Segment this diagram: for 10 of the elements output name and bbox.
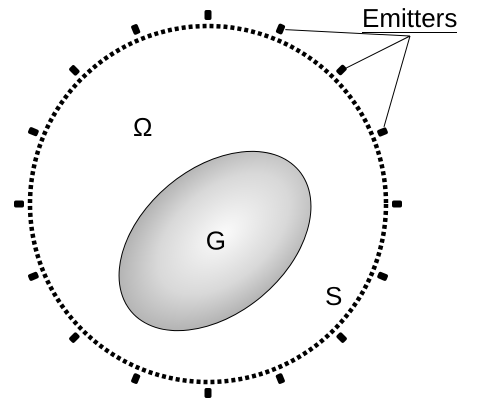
emitter-mark [336,64,348,76]
leader-line [346,36,410,69]
emitter-mark [275,23,286,36]
leader-line [284,29,410,36]
callout-label: Emitters [362,4,458,33]
boundary-label: S [325,282,342,310]
domain-label: Ω [133,113,152,141]
leader-line [384,36,410,128]
region-label: G [206,226,226,254]
emitter-mark [376,126,389,137]
